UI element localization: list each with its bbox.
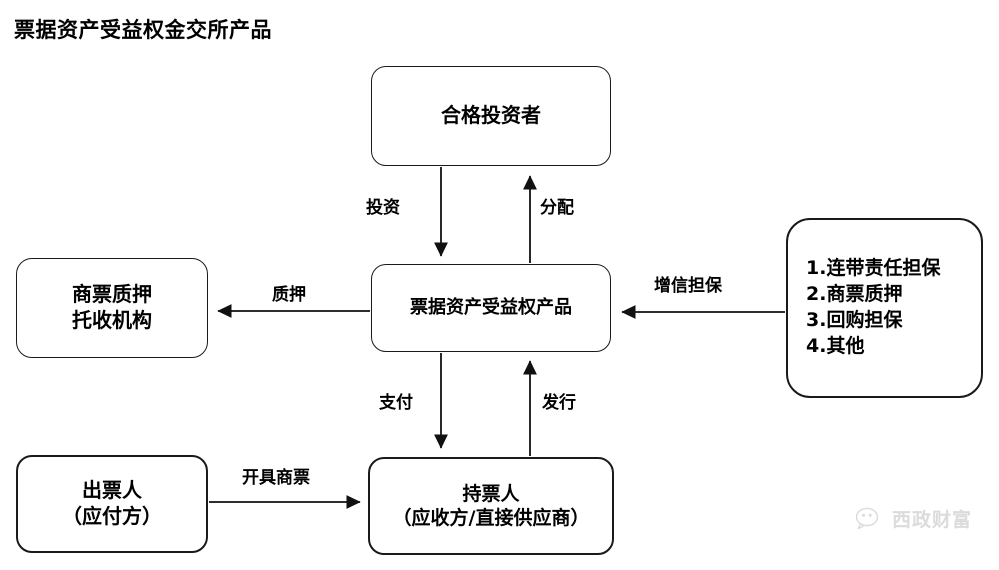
node-credit-enhancement-list-label: 1.连带责任担保 2.商票质押 3.回购担保 4.其他 (806, 257, 941, 357)
node-bill-asset-beneficiary-product[interactable]: 票据资产受益权产品 (371, 264, 611, 352)
node-credit-enhancement-list[interactable]: 1.连带责任担保 2.商票质押 3.回购担保 4.其他 (786, 218, 983, 398)
edge-label-distribute: 分配 (540, 198, 574, 218)
node-bill-holder-label: 持票人 （应收方/直接供应商） (392, 482, 590, 529)
edge-label-issue: 发行 (542, 393, 576, 413)
node-qualified-investor-label: 合格投资者 (441, 103, 541, 128)
node-bill-asset-beneficiary-product-label: 票据资产受益权产品 (410, 297, 572, 319)
page-title: 票据资产受益权金交所产品 (14, 18, 272, 42)
edge-label-invest: 投资 (366, 198, 400, 218)
edge-label-pledge: 质押 (272, 285, 306, 305)
node-bill-drawer[interactable]: 出票人 （应付方） (16, 455, 208, 553)
node-qualified-investor[interactable]: 合格投资者 (371, 66, 611, 166)
node-bill-drawer-label: 出票人 （应付方） (62, 478, 162, 528)
node-pledge-collection-institution[interactable]: 商票质押 托收机构 (16, 258, 208, 358)
node-bill-holder[interactable]: 持票人 （应收方/直接供应商） (368, 457, 614, 555)
edge-label-credit-guarantee: 增信担保 (654, 276, 722, 296)
node-pledge-collection-institution-label: 商票质押 托收机构 (72, 282, 152, 332)
edge-label-pay: 支付 (379, 393, 413, 413)
edge-label-draft-issuance: 开具商票 (242, 468, 310, 488)
